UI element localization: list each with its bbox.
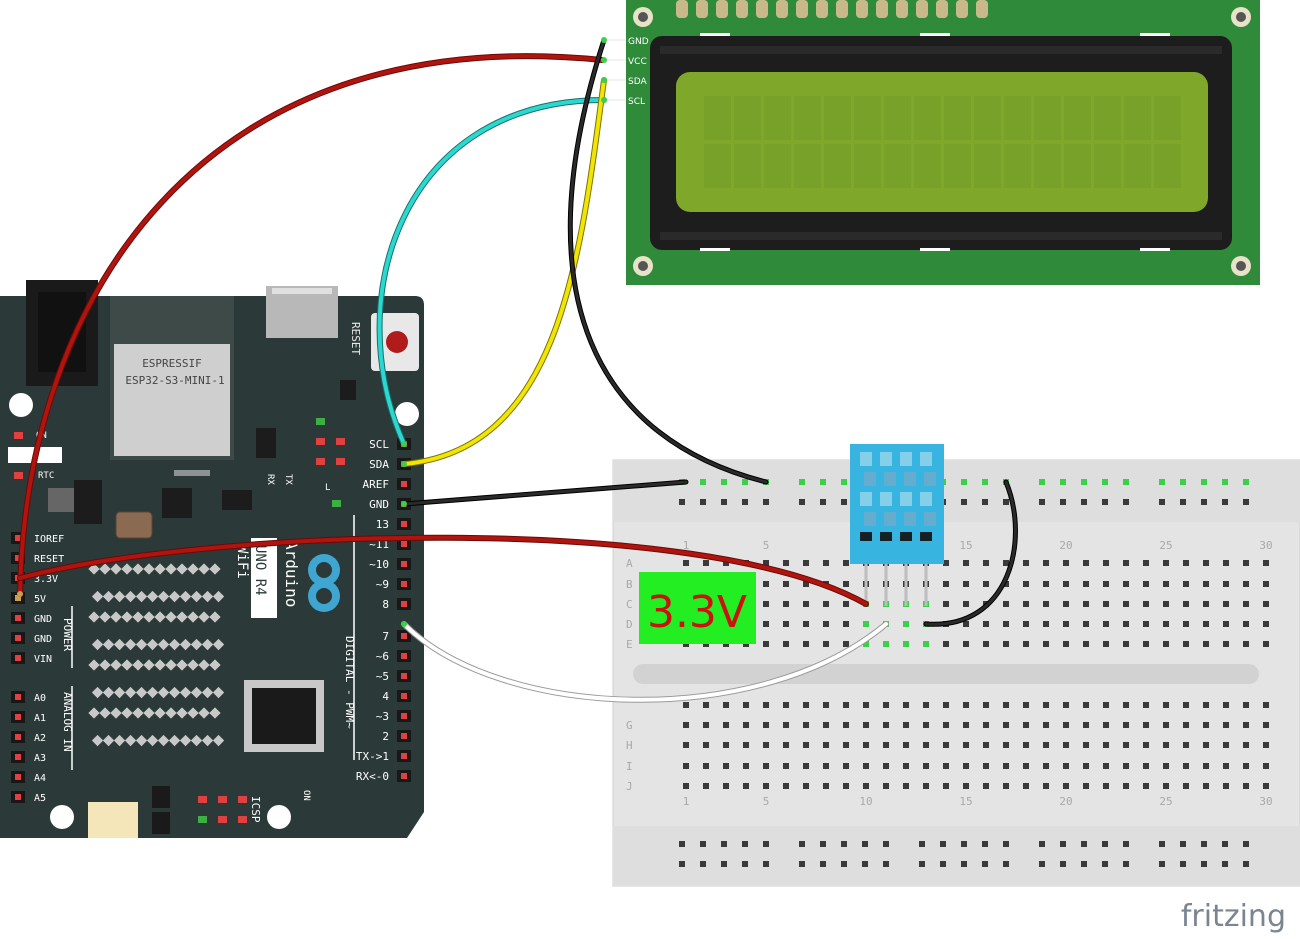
header-pin-label: AREF	[363, 478, 390, 491]
bb-column-number: 25	[1159, 539, 1172, 552]
icsp-label: ICSP	[249, 796, 262, 823]
bb-column-number: 15	[959, 795, 972, 808]
bb-column-number: 25	[1159, 795, 1172, 808]
section-analog: ANALOG IN	[61, 692, 74, 752]
bb-row-letter: C	[626, 598, 633, 611]
header-pin-label: GND	[34, 634, 52, 645]
header-pin-label: A0	[34, 693, 46, 704]
wires	[17, 37, 1018, 703]
header-pin-label: A2	[34, 733, 46, 744]
header-pin-label: ~9	[376, 578, 389, 591]
dht11-sensor	[850, 444, 944, 606]
lcd-pin-scl: SCL	[628, 97, 645, 107]
esp32-module	[114, 344, 230, 456]
bb-row-letter: E	[626, 638, 633, 651]
section-digital: DIGITAL - PWM~	[343, 636, 356, 729]
bb-row-letter: J	[626, 780, 633, 793]
header-pin-label: A1	[34, 713, 46, 724]
section-power: POWER	[61, 618, 74, 651]
lcd-display: GND VCC SDA SCL	[604, 0, 1260, 285]
header-pin-label: A3	[34, 753, 46, 764]
bb-column-number: 5	[763, 539, 770, 552]
voltage-annotation-box	[639, 572, 756, 644]
bb-column-number: 1	[683, 795, 690, 808]
header-pin-label: A4	[34, 773, 46, 784]
fritzing-watermark: fritzing	[1181, 899, 1286, 934]
header-pin-label: 4	[382, 690, 389, 703]
header-pin-label: 3.3V	[34, 574, 58, 585]
brand-label: Arduino	[282, 540, 301, 607]
bb-row-letter: I	[626, 760, 633, 773]
header-pin-label: 13	[376, 518, 389, 531]
bb-row-letter: H	[626, 739, 633, 752]
bb-column-number: 20	[1059, 539, 1072, 552]
bb-column-number: 15	[959, 539, 972, 552]
bb-row-letter: G	[626, 719, 633, 732]
wire-endpoints	[17, 37, 607, 627]
voltage-annotation: 3.3V	[647, 587, 747, 638]
bb-column-number: 20	[1059, 795, 1072, 808]
bb-column-number: 10	[859, 795, 872, 808]
led-rtc-label: RTC	[38, 471, 54, 481]
header-pin-label: RX<-0	[356, 770, 389, 783]
on-side-label: ON	[301, 790, 311, 801]
usb-port	[266, 286, 338, 338]
header-pin-label: ~6	[376, 650, 389, 663]
header-pin-label: 5V	[34, 594, 46, 605]
header-pin-label: RESET	[34, 554, 64, 565]
lcd-pin-vcc: VCC	[628, 57, 647, 67]
bb-column-number: 30	[1259, 795, 1272, 808]
header-pin-label: ~10	[369, 558, 389, 571]
board-name: UNO R4	[252, 545, 268, 596]
module-maker: ESPRESSIF	[142, 357, 202, 370]
header-pin-label: ~5	[376, 670, 389, 683]
lcd-pin-gnd: GND	[628, 37, 649, 47]
arduino-logo: Arduino UNO R4 WiFi	[234, 538, 340, 618]
header-pin-label: GND	[34, 614, 52, 625]
lcd-pin-sda: SDA	[628, 77, 647, 87]
bb-row-letter: B	[626, 578, 633, 591]
led-tx-label: TX	[283, 474, 293, 485]
header-pin-label: A5	[34, 793, 46, 804]
microcontroller-chip	[252, 688, 316, 744]
qwiic-connector	[88, 802, 138, 838]
bb-column-number: 30	[1259, 539, 1272, 552]
header-pin-label: 2	[382, 730, 389, 743]
bb-row-letter: D	[626, 618, 633, 631]
header-pin-label: IOREF	[34, 534, 64, 545]
bb-row-letter: A	[626, 557, 633, 570]
header-pin-label: GND	[369, 498, 389, 511]
header-pin-label: SDA	[369, 458, 389, 471]
board-variant: WiFi	[234, 545, 250, 579]
led-rx-label: RX	[265, 474, 275, 485]
led-l-label: L	[325, 483, 330, 493]
header-pin-label: ~3	[376, 710, 389, 723]
bb-column-number: 1	[683, 539, 690, 552]
arduino-board: ESPRESSIF ESP32-S3-MINI-1 RESET Arduino	[0, 280, 424, 838]
header-pin-label: 8	[382, 598, 389, 611]
reset-label: RESET	[349, 322, 362, 355]
header-pin-label: TX->1	[356, 750, 389, 763]
header-pin-label: SCL	[369, 438, 389, 451]
module-model: ESP32-S3-MINI-1	[125, 374, 224, 387]
header-pin-label: VIN	[34, 654, 52, 665]
header-pin-label: 7	[382, 630, 389, 643]
lcd-screen	[676, 72, 1208, 212]
bb-column-number: 5	[763, 795, 770, 808]
